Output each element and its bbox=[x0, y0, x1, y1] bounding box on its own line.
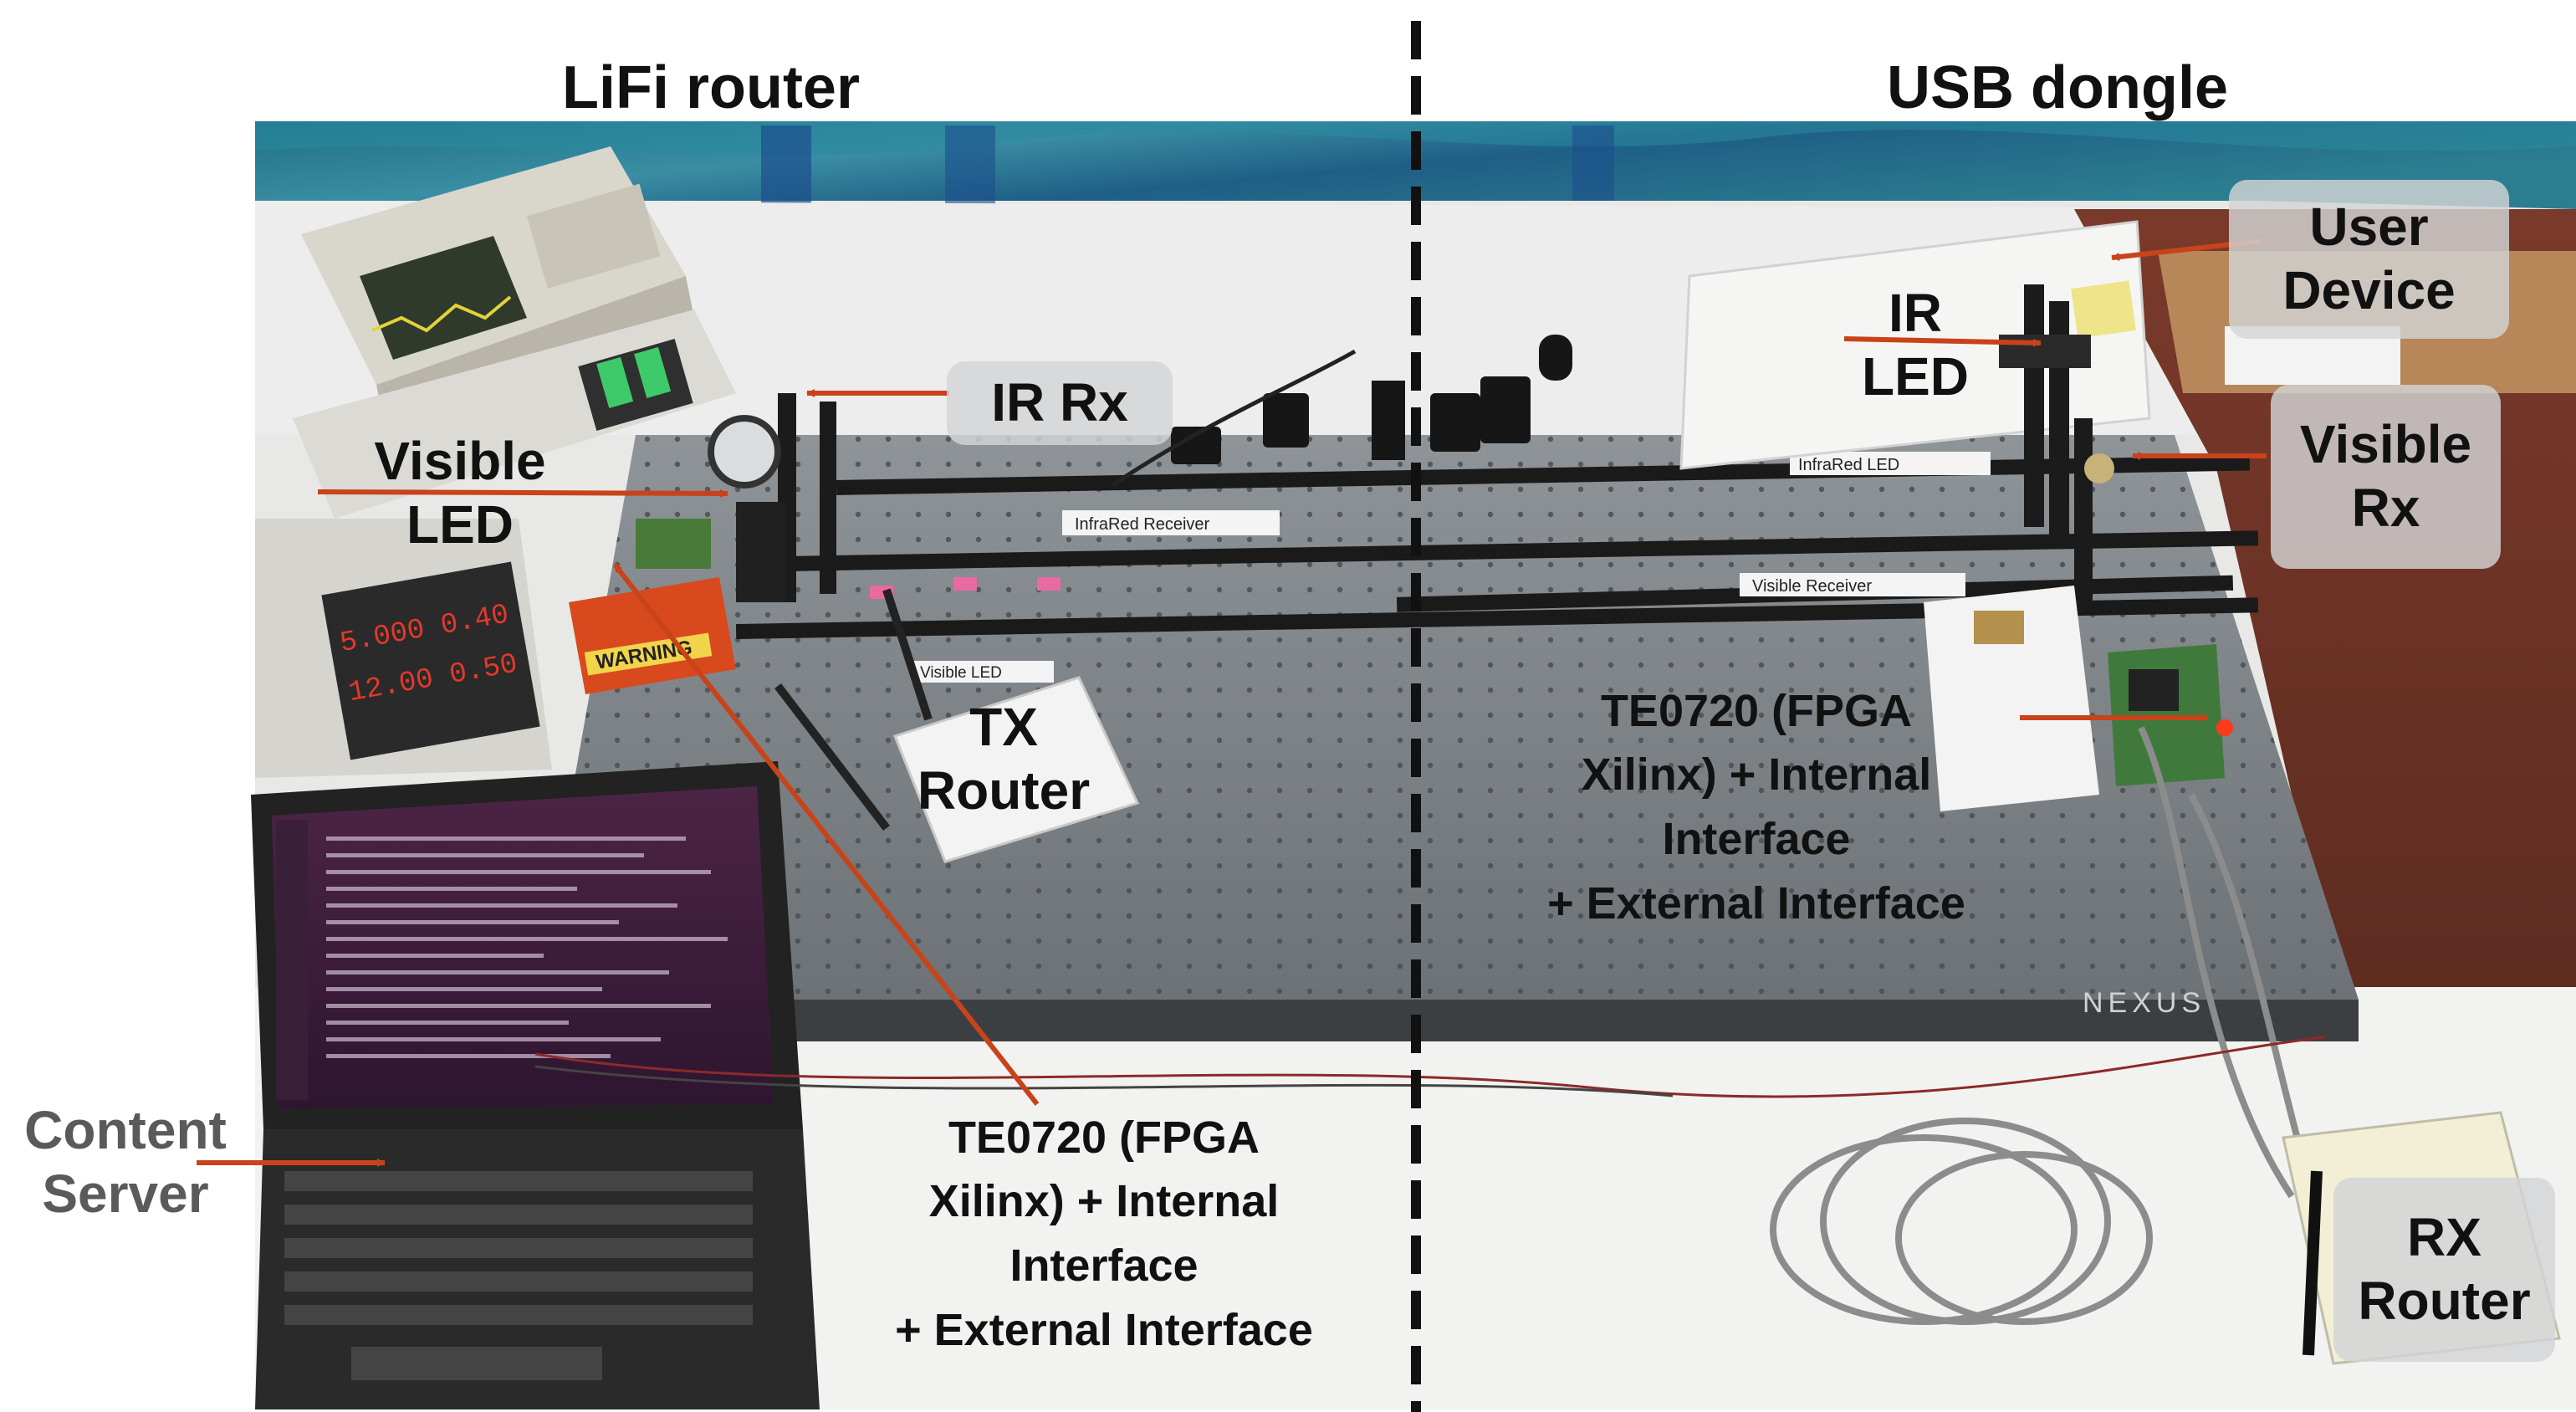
label-fpga-right-line2: Xilinx) + Internal bbox=[1581, 749, 1932, 801]
label-tx-router: TX Router bbox=[895, 686, 1112, 832]
label-user-device: User Device bbox=[2229, 180, 2509, 339]
label-rx-router-line1: RX bbox=[2407, 1207, 2481, 1268]
label-visible-rx: Visible Rx bbox=[2271, 385, 2501, 569]
tx-router bbox=[774, 588, 1140, 863]
led-mount-left bbox=[636, 393, 836, 602]
label-rx-router-line2: Router bbox=[2358, 1271, 2531, 1331]
power-supply-top bbox=[293, 310, 736, 519]
annotation-arrows bbox=[197, 238, 2267, 1167]
tag-visible-led: Visible LED bbox=[920, 664, 1002, 682]
label-fpga-right-line4: + External Interface bbox=[1547, 877, 1965, 929]
label-fpga-left-line3: Interface bbox=[1009, 1241, 1199, 1291]
label-fpga-left-line1: TE0720 (FPGA bbox=[948, 1112, 1260, 1163]
label-fpga-right-line1: TE0720 (FPGA bbox=[1600, 685, 1913, 736]
header-usb-dongle: USB dongle bbox=[1887, 54, 2228, 121]
tag-infrared-led: InfraRed LED bbox=[1798, 456, 1899, 474]
table-brand-text: NEXUS bbox=[2083, 987, 2205, 1019]
label-ir-led-line1: IR bbox=[1889, 282, 1942, 343]
label-content-server-line1: Content bbox=[24, 1100, 227, 1161]
label-rx-router: RX Router bbox=[2333, 1178, 2555, 1362]
label-user-device-line1: User bbox=[2309, 197, 2429, 258]
label-content-server: Content Server bbox=[0, 1092, 251, 1234]
label-visible-rx-line1: Visible bbox=[2299, 414, 2472, 475]
label-ir-rx-text: IR Rx bbox=[991, 372, 1128, 433]
tag-infrared-receiver: InfraRed Receiver bbox=[1075, 515, 1210, 534]
label-fpga-left-line4: + External Interface bbox=[895, 1304, 1313, 1355]
label-visible-rx-line2: Rx bbox=[2351, 478, 2420, 538]
label-fpga-left-line2: Xilinx) + Internal bbox=[928, 1176, 1280, 1227]
label-user-device-line2: Device bbox=[2282, 260, 2456, 320]
led-mount-right bbox=[1999, 284, 2114, 611]
label-visible-led-line1: Visible bbox=[374, 430, 546, 491]
label-visible-led-line2: LED bbox=[406, 494, 514, 555]
tag-visible-receiver: Visible Receiver bbox=[1752, 577, 1872, 596]
chargers bbox=[1171, 335, 1572, 464]
label-fpga-right-line3: Interface bbox=[1662, 814, 1851, 864]
label-visible-led: Visible LED bbox=[322, 420, 598, 566]
label-fpga-left: TE0720 (FPGA Xilinx) + Internal Interfac… bbox=[845, 1104, 1363, 1363]
label-tx-router-line2: Router bbox=[917, 760, 1091, 821]
label-content-server-line2: Server bbox=[42, 1164, 209, 1224]
header-lifi-router: LiFi router bbox=[562, 54, 860, 121]
cable-coil bbox=[1770, 726, 2328, 1325]
label-tx-router-line1: TX bbox=[969, 696, 1038, 757]
power-supply-bottom: 5.000 0.40 12.00 0.50 bbox=[255, 519, 552, 778]
label-fpga-right: TE0720 (FPGA Xilinx) + Internal Interfac… bbox=[1497, 678, 2016, 937]
label-ir-led-line2: LED bbox=[1862, 345, 1969, 407]
laptop bbox=[251, 761, 820, 1409]
label-ir-rx: IR Rx bbox=[947, 361, 1173, 445]
label-ir-led: IR LED bbox=[1832, 272, 1999, 418]
